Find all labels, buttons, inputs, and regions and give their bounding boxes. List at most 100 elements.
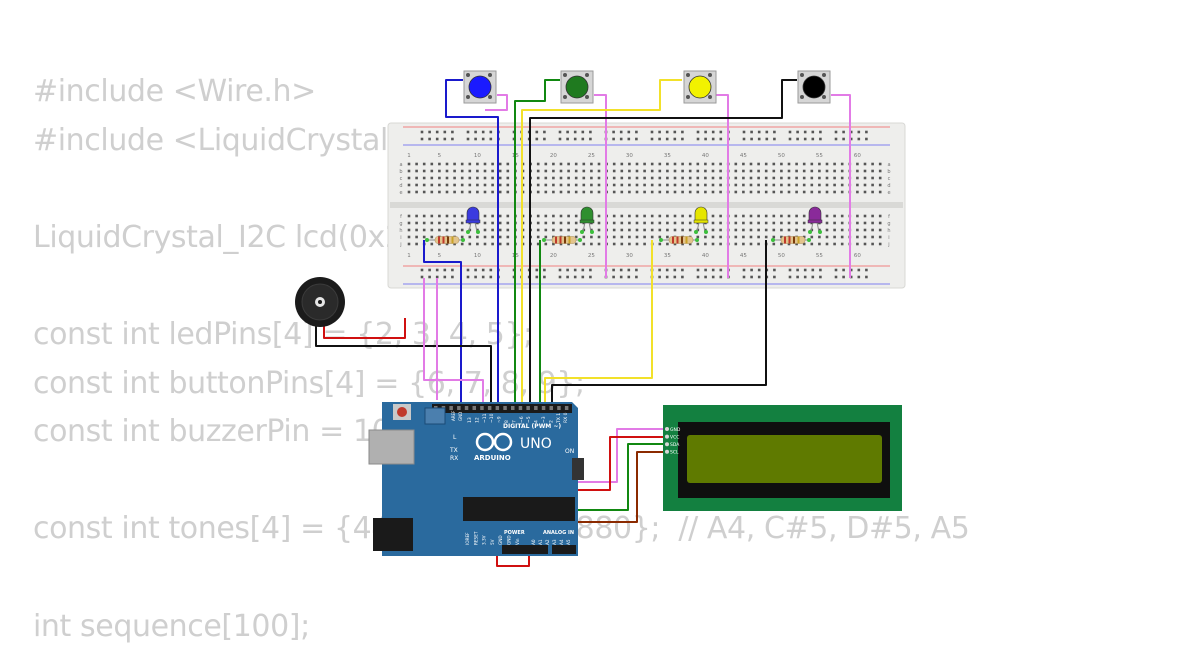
- yellow-push-button[interactable]: [683, 70, 717, 104]
- breadboard-hole: [415, 190, 418, 194]
- digital-pin-label: RX 0: [563, 412, 569, 423]
- breadboard-hole: [719, 190, 722, 194]
- black-push-button[interactable]: [797, 70, 831, 104]
- power-pin-label: IOREF: [465, 532, 470, 545]
- breadboard-hole: [407, 242, 411, 246]
- rail-hole: [420, 130, 424, 134]
- digital-pin-label: ~5: [526, 416, 532, 423]
- row-label: i: [400, 235, 401, 241]
- breadboard-hole: [407, 169, 411, 173]
- breadboard-hole: [688, 221, 692, 225]
- breadboard-hole: [825, 242, 829, 246]
- breadboard-hole: [711, 190, 715, 194]
- wire-pink-black-button: [831, 94, 851, 278]
- row-label: b: [887, 169, 890, 175]
- breadboard-hole: [840, 228, 844, 232]
- breadboard-hole: [840, 221, 844, 225]
- breadboard-hole: [438, 221, 441, 225]
- rail-hole: [719, 130, 723, 134]
- black-button-cap: [802, 75, 826, 99]
- tx-label: TX: [449, 447, 458, 454]
- breadboard-hole: [567, 214, 570, 218]
- breadboard-hole: [567, 162, 570, 166]
- breadboard-hole: [476, 190, 479, 194]
- rail-hole: [673, 137, 677, 141]
- breadboard-hole: [574, 176, 578, 180]
- breadboard-hole: [711, 228, 715, 232]
- breadboard-hole: [445, 176, 449, 180]
- breadboard-hole: [658, 242, 662, 246]
- breadboard-hole: [666, 162, 669, 166]
- breadboard-hole: [673, 176, 677, 180]
- breadboard-hole: [818, 183, 821, 187]
- breadboard-hole: [871, 190, 874, 194]
- breadboard-hole: [764, 228, 768, 232]
- breadboard-hole: [559, 162, 563, 166]
- breadboard-hole: [863, 235, 867, 239]
- breadboard-hole: [407, 235, 411, 239]
- breadboard-hole: [453, 221, 456, 225]
- breadboard-hole: [574, 183, 578, 187]
- breadboard-hole: [742, 183, 745, 187]
- breadboard-hole: [840, 242, 844, 246]
- breadboard-hole: [863, 162, 867, 166]
- breadboard-hole: [483, 176, 487, 180]
- breadboard-hole: [612, 242, 616, 246]
- wires: [315, 79, 851, 567]
- rail-hole: [435, 275, 439, 279]
- rail-hole: [865, 275, 868, 279]
- breadboard-hole: [612, 183, 616, 187]
- breadboard-hole: [719, 169, 722, 173]
- green-push-button[interactable]: [560, 70, 594, 104]
- breadboard-hole: [810, 242, 814, 246]
- column-label: 20: [550, 253, 557, 259]
- breadboard-hole: [681, 162, 684, 166]
- breadboard-hole: [590, 162, 593, 166]
- breadboard-hole: [460, 169, 464, 173]
- rail-hole: [673, 268, 677, 272]
- rail-hole: [635, 275, 638, 279]
- breadboard-hole: [856, 176, 859, 180]
- breadboard-hole: [688, 214, 692, 218]
- rail-hole: [750, 137, 753, 141]
- breadboard-hole: [787, 221, 791, 225]
- breadboard-hole: [780, 221, 783, 225]
- rail-hole: [757, 275, 761, 279]
- breadboard-hole: [491, 228, 494, 232]
- breadboard-hole: [742, 221, 745, 225]
- code-line: #include <Wire.h>: [33, 74, 316, 109]
- breadboard-hole: [590, 228, 593, 232]
- breadboard-hole: [856, 190, 859, 194]
- breadboard-hole: [536, 221, 540, 225]
- breadboard-hole: [818, 228, 821, 232]
- row-label: c: [400, 176, 403, 182]
- breadboard-hole: [704, 228, 707, 232]
- column-label: 35: [664, 253, 671, 259]
- column-label: 20: [550, 153, 557, 159]
- breadboard-hole: [574, 162, 578, 166]
- breadboard-hole: [628, 183, 631, 187]
- rail-hole: [773, 275, 776, 279]
- rail-hole: [719, 275, 723, 279]
- rail-hole: [451, 130, 454, 134]
- breadboard-hole: [658, 176, 662, 180]
- breadboard-hole: [871, 169, 874, 173]
- rail-hole: [481, 275, 485, 279]
- breadboard-hole: [772, 183, 776, 187]
- rail-hole: [788, 268, 792, 272]
- rail-hole: [650, 137, 654, 141]
- breadboard-hole: [787, 176, 791, 180]
- rail-hole: [543, 130, 546, 134]
- breadboard-hole: [764, 162, 768, 166]
- breadboard-hole: [438, 183, 441, 187]
- blue-push-button[interactable]: [463, 70, 497, 104]
- rail-hole: [474, 268, 477, 272]
- breadboard-hole: [757, 183, 760, 187]
- breadboard-hole: [787, 228, 791, 232]
- breadboard-hole: [772, 190, 776, 194]
- rail-hole: [681, 137, 684, 141]
- lcd-pin: [665, 442, 669, 447]
- breadboard-hole: [453, 162, 456, 166]
- breadboard-hole: [506, 162, 510, 166]
